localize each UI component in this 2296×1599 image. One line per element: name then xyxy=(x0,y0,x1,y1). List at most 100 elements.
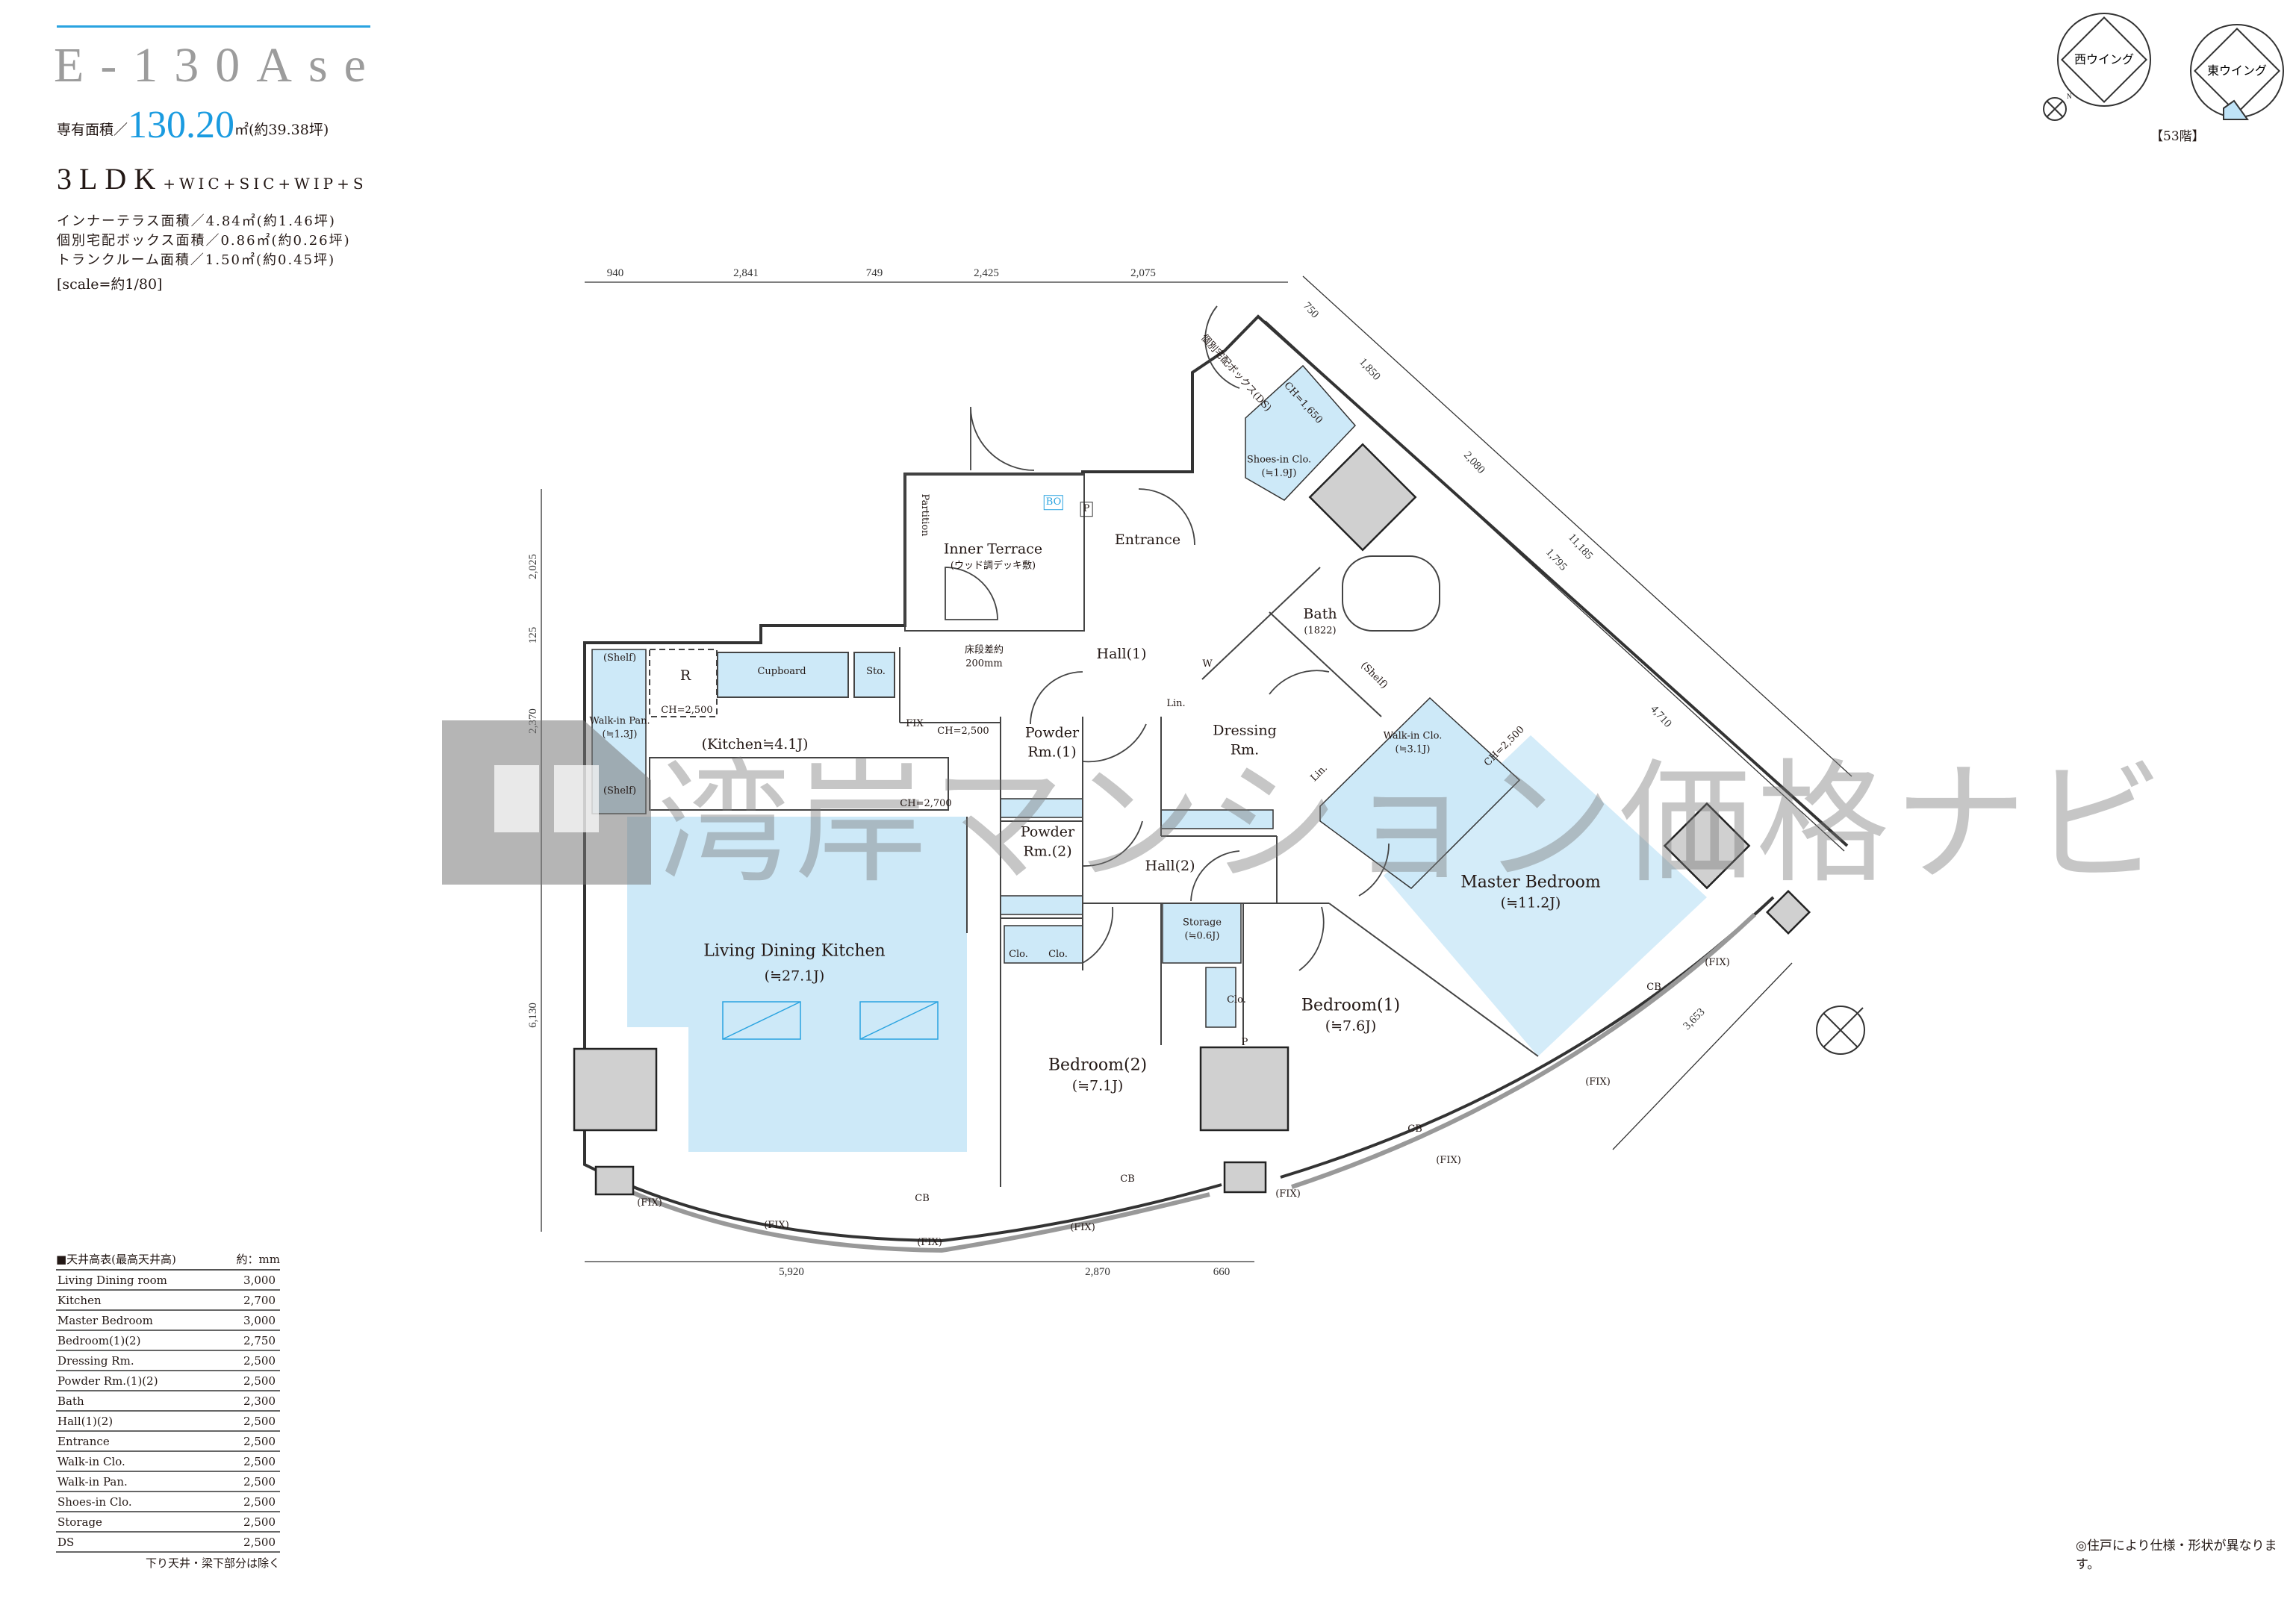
partition-label: Partition xyxy=(918,493,930,537)
cb-label: CB xyxy=(915,1193,930,1205)
row-room: Entrance xyxy=(57,1435,110,1448)
compass-icon xyxy=(1816,1006,1865,1055)
fix-label: FIX xyxy=(906,718,924,730)
table-row: Kitchen 2,700 xyxy=(56,1291,280,1311)
dim-diag: 1,795 xyxy=(1543,546,1569,573)
column xyxy=(1765,889,1811,935)
keymap xyxy=(2043,13,2284,121)
room-bedroom2: Bedroom(2)(≒7.1J) xyxy=(1048,1054,1147,1095)
dim-diag: 11,185 xyxy=(1566,532,1595,562)
column xyxy=(573,1047,658,1132)
room-shoes-in-clo: Shoes-in Clo.(≒1.9J) xyxy=(1247,453,1311,479)
p-badge: P xyxy=(1080,502,1093,517)
sto-label: Sto. xyxy=(866,666,886,678)
table-row: Powder Rm.(1)(2) 2,500 xyxy=(56,1371,280,1391)
column xyxy=(594,1165,635,1196)
room-size: (≒3.1J) xyxy=(1395,744,1431,755)
cb-label: CB xyxy=(1120,1173,1135,1185)
dim-top: 940 xyxy=(607,267,624,279)
room-name: Walk-in Pan. xyxy=(589,715,650,727)
room-hall1: Hall(1) xyxy=(1096,646,1147,663)
row-room: Shoes-in Clo. xyxy=(57,1495,132,1509)
row-room: Bath xyxy=(57,1394,84,1408)
row-height: 2,500 xyxy=(243,1536,276,1549)
dim-top: 2,841 xyxy=(733,267,759,279)
spec-trunk-room: トランクルーム面積／1.50㎡(約0.45坪) xyxy=(57,252,336,268)
row-height: 2,500 xyxy=(243,1515,276,1529)
room-walkin-pan: Walk-in Pan. (≒1.3J) xyxy=(589,714,650,741)
row-room: Hall(1)(2) xyxy=(57,1415,113,1428)
room-note: (ウッド調デッキ敷) xyxy=(950,560,1036,572)
row-room: DS xyxy=(57,1536,75,1549)
dim-bottom: 2,870 xyxy=(1085,1266,1110,1278)
fridge-label: R xyxy=(679,667,691,685)
room-entrance: Entrance xyxy=(1114,532,1181,549)
fix-window: (FIX) xyxy=(1070,1222,1095,1234)
watermark-logo xyxy=(442,720,651,885)
door-swings xyxy=(945,305,1390,971)
room-size: (≒1.3J) xyxy=(602,729,638,740)
room-hall2: Hall(2) xyxy=(1145,858,1195,875)
step-note: 床段差約200mm xyxy=(964,644,1004,669)
row-height: 2,500 xyxy=(243,1475,276,1489)
column xyxy=(1308,443,1417,552)
row-room: Powder Rm.(1)(2) xyxy=(57,1374,158,1388)
room-size: (≒7.6J) xyxy=(1325,1017,1377,1035)
clo-fill xyxy=(1004,925,1083,964)
fix-window: (FIX) xyxy=(764,1220,789,1232)
windows xyxy=(618,912,1757,1253)
fix-window: (FIX) xyxy=(1705,957,1730,969)
dim-top: 749 xyxy=(866,267,883,279)
column xyxy=(1663,802,1751,890)
table-footer: 下り天井・梁下部分は除く xyxy=(145,1556,280,1570)
room-inner-terrace: Inner Terrace(ウッド調デッキ敷) xyxy=(944,540,1042,572)
dim-left: 2,025 xyxy=(527,554,539,579)
table-row: Bedroom(1)(2)2,750 xyxy=(56,1331,280,1351)
row-height: 2,500 xyxy=(243,1415,276,1428)
table-row: DS 2,500 xyxy=(56,1533,280,1553)
watermark-text: 湾岸マンション価格ナビ xyxy=(657,746,2168,901)
room-fills xyxy=(591,364,1707,1152)
row-room: Walk-in Pan. xyxy=(57,1475,128,1489)
spec-inner-terrace: インナーテラス面積／4.84㎡(約1.46坪) xyxy=(57,213,336,229)
plan-code: E-130Ase xyxy=(54,38,382,93)
table-header: ■天井高表(最高天井高)約：mm xyxy=(56,1251,280,1271)
room-size: (≒1.9J) xyxy=(1261,467,1297,479)
w-label: W xyxy=(1202,658,1213,670)
cb-label: CB xyxy=(1646,982,1661,994)
row-room: Storage xyxy=(57,1515,102,1529)
row-height: 2,500 xyxy=(243,1374,276,1388)
dim-left: 6,130 xyxy=(527,1003,539,1028)
room-name: Bedroom(1) xyxy=(1301,996,1401,1015)
dim-top: 2,425 xyxy=(974,267,999,279)
dim-diag: 2,080 xyxy=(1461,449,1487,476)
dim-diag: 1,850 xyxy=(1357,356,1382,383)
walkin-clo-fill xyxy=(1319,696,1521,889)
column xyxy=(1223,1161,1267,1194)
row-height: 2,700 xyxy=(243,1294,276,1307)
table-row: Hall(1)(2) 2,500 xyxy=(56,1412,280,1432)
area-value: 130.20 xyxy=(128,104,235,146)
room-bedroom1: Bedroom(1) (≒7.6J) xyxy=(1301,994,1400,1035)
row-height: 2,750 xyxy=(243,1334,276,1347)
row-room: Walk-in Clo. xyxy=(57,1455,125,1468)
dressing-counter xyxy=(1160,809,1274,829)
row-height: 2,300 xyxy=(243,1394,276,1408)
room-dressing: Dressing Rm. xyxy=(1213,722,1277,758)
row-height: 2,500 xyxy=(243,1435,276,1448)
row-room: Kitchen xyxy=(57,1294,102,1307)
room-name: Bedroom(2) xyxy=(1048,1056,1148,1075)
table-row: Dressing Rm.2,500 xyxy=(56,1351,280,1371)
column xyxy=(1199,1046,1289,1132)
room-name: Shoes-in Clo. xyxy=(1246,454,1312,466)
row-room: Dressing Rm. xyxy=(57,1354,134,1368)
room-kitchen: (Kitchen≒4.1J) xyxy=(701,736,809,753)
area-row: 専有面積／130.20㎡(約39.38坪) xyxy=(57,103,329,147)
room-powder1: Powder Rm.(1) xyxy=(1024,724,1080,760)
room-name: Living Dining Kitchen xyxy=(703,941,886,961)
spec-delivery-box: 個別宅配ボックス面積／0.86㎡(約0.26坪) xyxy=(57,233,351,249)
keymap-north: N xyxy=(2067,93,2072,100)
area-unit: ㎡(約39.38坪) xyxy=(234,122,329,138)
fix-window: (FIX) xyxy=(1436,1155,1461,1167)
